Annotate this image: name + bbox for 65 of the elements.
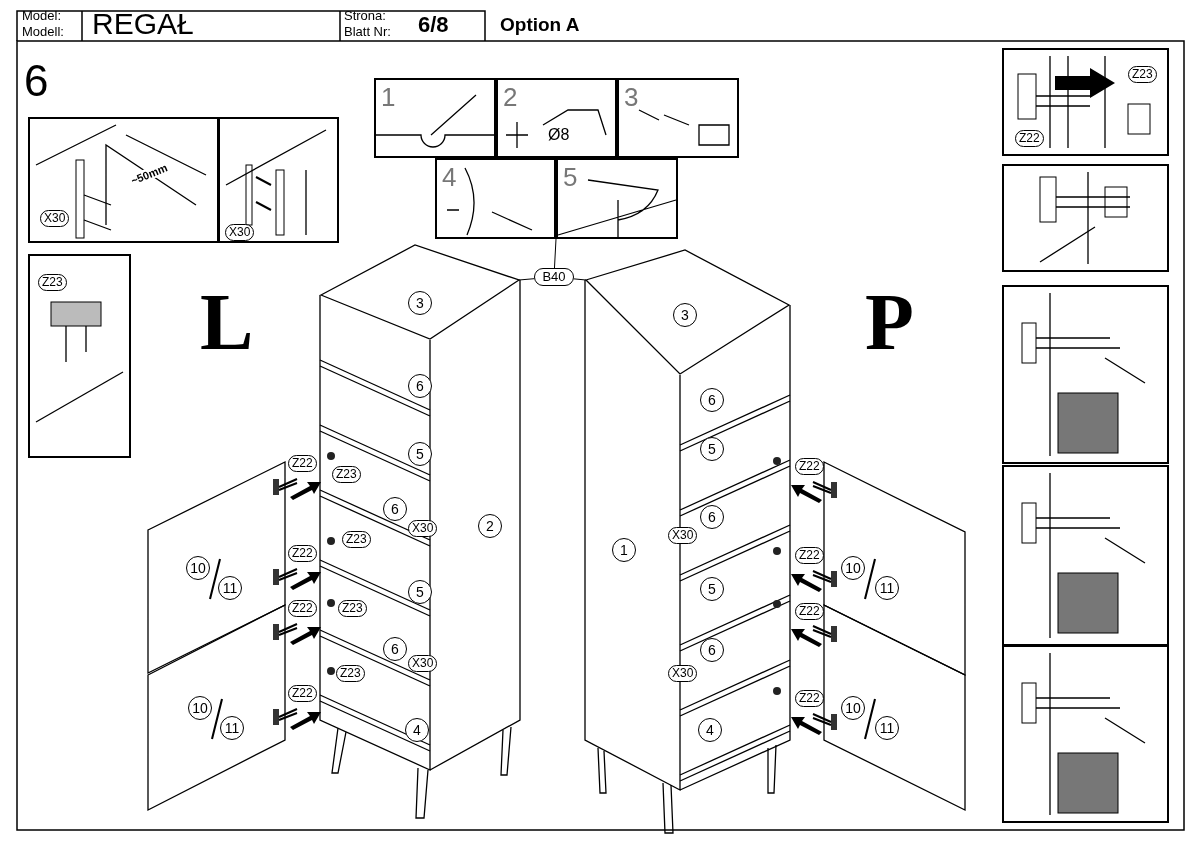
part-number: 11 bbox=[875, 716, 899, 740]
part-code: X30 bbox=[668, 527, 698, 544]
part-code: X30 bbox=[408, 520, 438, 537]
part-number: 6 bbox=[383, 637, 407, 661]
part-number: 6 bbox=[700, 505, 724, 529]
step-number: 5 bbox=[563, 162, 578, 193]
part-code: X30 bbox=[668, 665, 698, 682]
part-number: 4 bbox=[698, 718, 722, 742]
option-heading: Option A bbox=[500, 14, 580, 36]
leader-line bbox=[573, 278, 587, 281]
leader-line bbox=[553, 238, 557, 269]
part-number: 11 bbox=[220, 716, 244, 740]
field-label: Strona: bbox=[344, 9, 386, 23]
part-code: Z22 bbox=[795, 458, 824, 475]
part-number: 5 bbox=[408, 580, 432, 604]
part-code: Z22 bbox=[288, 600, 317, 617]
part-number: 10 bbox=[841, 696, 865, 720]
part-code: Z23 bbox=[342, 531, 371, 548]
part-number: 10 bbox=[186, 556, 210, 580]
page-number: 6/8 bbox=[418, 12, 449, 38]
step-panel bbox=[374, 78, 496, 158]
leader-line bbox=[518, 278, 535, 281]
step-number: 2 bbox=[503, 82, 518, 113]
part-code: Z22 bbox=[288, 455, 317, 472]
part-code: Z22 bbox=[795, 603, 824, 620]
part-number: 5 bbox=[700, 577, 724, 601]
part-number: 10 bbox=[188, 696, 212, 720]
field-label: Modell: bbox=[22, 25, 64, 39]
field-label: Blatt Nr: bbox=[344, 25, 391, 39]
step-number: 1 bbox=[381, 82, 396, 113]
part-code: B40 bbox=[534, 268, 574, 286]
part-code: Z22 bbox=[795, 690, 824, 707]
top-panel bbox=[585, 248, 790, 375]
part-number: 6 bbox=[408, 374, 432, 398]
step-number: 4 bbox=[442, 162, 457, 193]
part-code: Z22 bbox=[288, 685, 317, 702]
part-number: 6 bbox=[700, 638, 724, 662]
part-code: X30 bbox=[408, 655, 438, 672]
step-panel bbox=[556, 158, 678, 239]
part-number: 4 bbox=[405, 718, 429, 742]
part-number: 6 bbox=[383, 497, 407, 521]
part-code: Z23 bbox=[332, 466, 361, 483]
part-number: 5 bbox=[408, 442, 432, 466]
top-panel bbox=[320, 243, 520, 340]
drill-size: Ø8 bbox=[548, 126, 570, 144]
part-number: 11 bbox=[218, 576, 242, 600]
part-number: 2 bbox=[478, 514, 502, 538]
part-code: Z22 bbox=[795, 547, 824, 564]
part-number: 5 bbox=[700, 437, 724, 461]
part-code: Z23 bbox=[336, 665, 365, 682]
step-panel bbox=[435, 158, 556, 239]
side-letter: L bbox=[200, 282, 254, 362]
field-label: Model: bbox=[22, 9, 62, 23]
part-number: 6 bbox=[700, 388, 724, 412]
part-number: 1 bbox=[612, 538, 636, 562]
step-number: 3 bbox=[624, 82, 639, 113]
step-number: 6 bbox=[24, 58, 49, 104]
part-number: 11 bbox=[875, 576, 899, 600]
part-code: Z23 bbox=[338, 600, 367, 617]
step-panel bbox=[617, 78, 739, 158]
part-number: 10 bbox=[841, 556, 865, 580]
side-letter: P bbox=[865, 282, 914, 362]
step-panel bbox=[496, 78, 617, 158]
model-name: REGAŁ bbox=[92, 8, 194, 40]
part-code: Z22 bbox=[288, 545, 317, 562]
